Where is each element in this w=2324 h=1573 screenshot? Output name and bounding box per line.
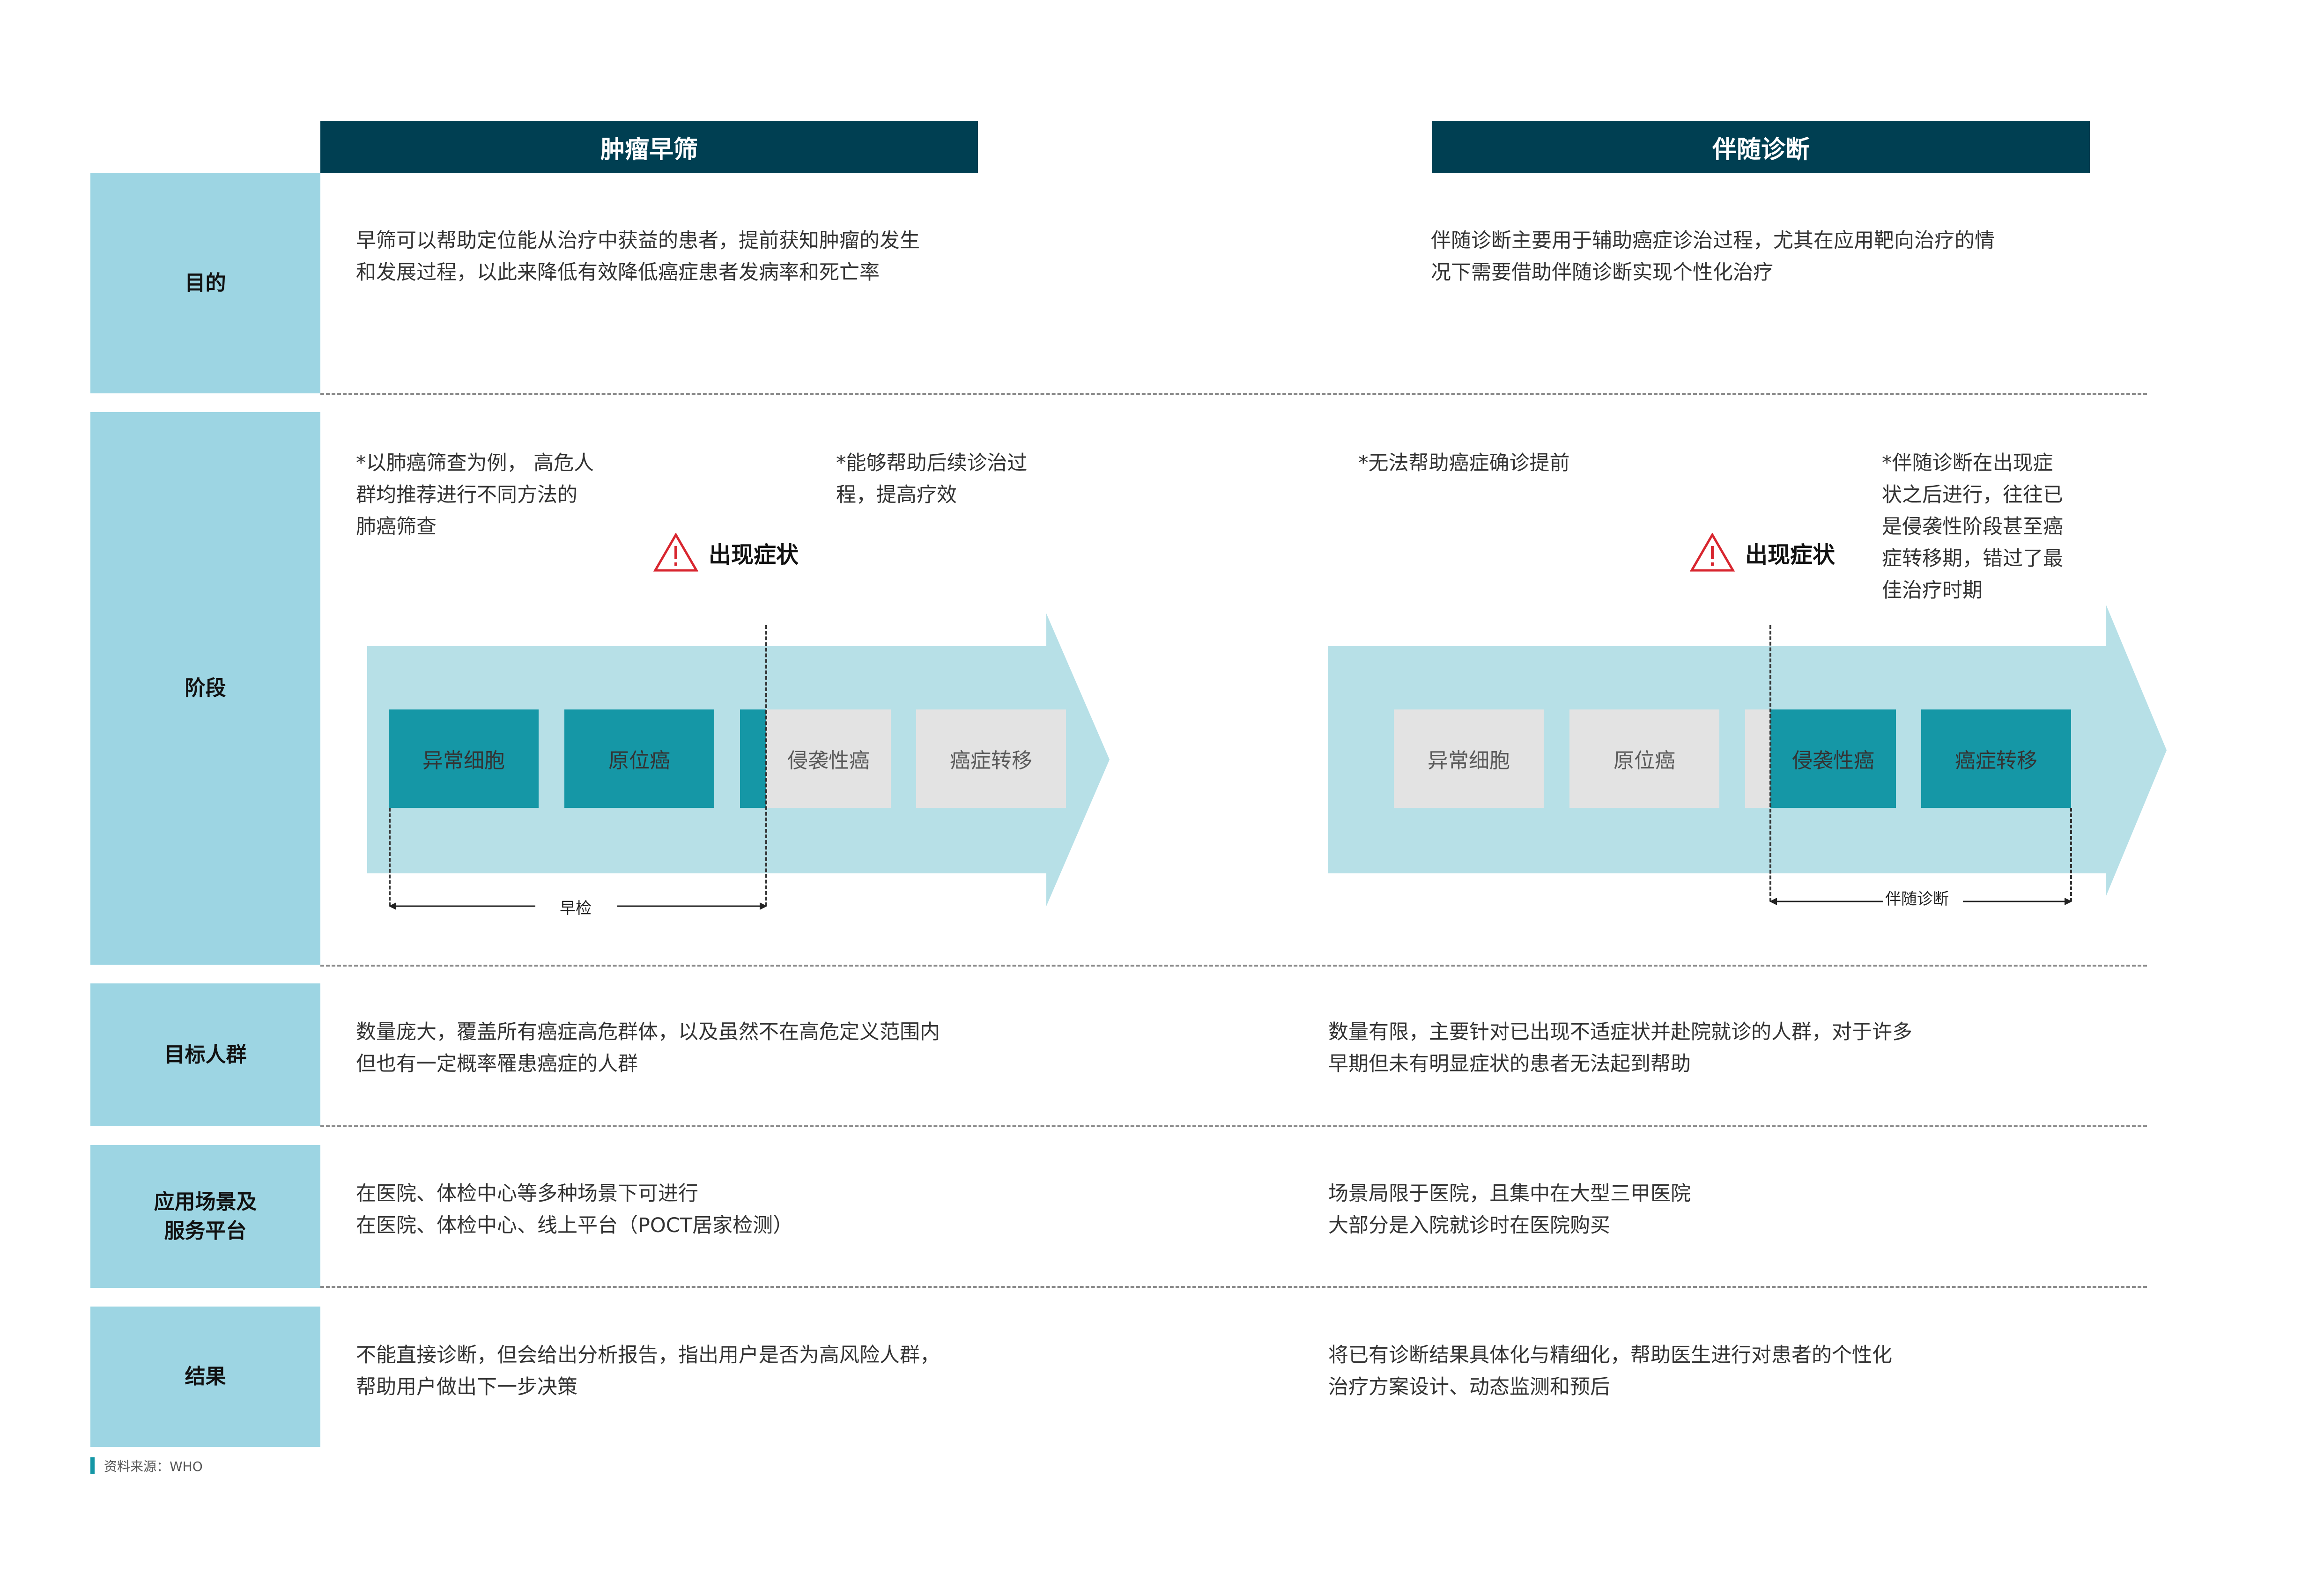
stage-arrow-early-screening bbox=[367, 613, 1110, 906]
source-note: 资料来源：WHO bbox=[90, 1456, 203, 1475]
purpose-text-early-screening: 早筛可以帮助定位能从治疗中获益的患者，提前获知肿瘤的发生 和发展过程，以此来降低… bbox=[356, 229, 920, 284]
stage-box-abnormal-cells-companion: 异常细胞 bbox=[1394, 709, 1544, 808]
stage-note-early-screening-2: *能够帮助后续诊治过 程，提高疗效 bbox=[836, 451, 1028, 507]
purpose-text-companion-diagnostics: 伴随诊断主要用于辅助癌症诊治过程，尤其在应用靶向治疗的情 况下需要借助伴随诊断实… bbox=[1431, 229, 1995, 284]
span-label-companion: 伴随诊断 bbox=[1885, 890, 1949, 908]
stage-note-companion-1: *无法帮助癌症确诊提前 bbox=[1358, 451, 1570, 475]
row-label-purpose: 目的 bbox=[90, 173, 320, 393]
span-label-early-screening: 早检 bbox=[560, 899, 592, 918]
symptom-marker-early-screening: 出现症状 bbox=[653, 533, 799, 572]
stage-note-early-screening-1: *以肺癌筛查为例， 高危人 群均推荐进行不同方法的 肺癌筛查 bbox=[356, 451, 594, 539]
row-divider bbox=[320, 1286, 2147, 1288]
symptom-line-companion bbox=[1769, 625, 1771, 901]
stage-box-invasive-cancer-companion: 侵袭性癌 bbox=[1770, 709, 1896, 808]
scenario-text-companion: 场景局限于医院，且集中在大型三甲医院 大部分是入院就诊时在医院购买 bbox=[1328, 1182, 1691, 1237]
source-text: 资料来源：WHO bbox=[104, 1459, 203, 1474]
symptom-marker-companion: 出现症状 bbox=[1690, 533, 1835, 572]
stage-box-carcinoma-in-situ-companion: 原位癌 bbox=[1569, 709, 1719, 808]
column-header-companion-diagnostics-text: 伴随诊断 bbox=[1712, 135, 1810, 164]
warning-triangle-icon bbox=[653, 533, 698, 572]
stage-note-companion-2: *伴随诊断在出现症 状之后进行，往往已 是侵袭性阶段甚至癌 症转移期，错过了最 … bbox=[1882, 451, 2063, 602]
span-arrow-companion bbox=[1769, 898, 2072, 905]
row-label-scenario-platform: 应用场景及 服务平台 bbox=[90, 1145, 320, 1288]
stage-box-invasive-cancer: 侵袭性癌 bbox=[766, 709, 891, 808]
stage-box-metastasis-companion: 癌症转移 bbox=[1921, 709, 2071, 808]
row-label-result: 结果 bbox=[90, 1307, 320, 1447]
row-label-target-group: 目标人群 bbox=[90, 983, 320, 1126]
span-end-line-companion bbox=[2070, 808, 2072, 901]
column-header-companion-diagnostics: 伴随诊断 bbox=[1432, 121, 2090, 173]
column-header-early-screening: 肿瘤早筛 bbox=[320, 121, 978, 173]
result-text-early-screening: 不能直接诊断，但会给出分析报告，指出用户是否为高风险人群， 帮助用户做出下一步决… bbox=[356, 1344, 940, 1399]
symptom-label-early-screening: 出现症状 bbox=[709, 542, 799, 568]
stage-box-sliver bbox=[740, 709, 766, 808]
row-divider bbox=[320, 1125, 2147, 1127]
symptom-line-early-screening bbox=[765, 625, 767, 906]
column-header-early-screening-text: 肿瘤早筛 bbox=[600, 135, 698, 164]
target-text-early-screening: 数量庞大，覆盖所有癌症高危群体，以及虽然不在高危定义范围内 但也有一定概率罹患癌… bbox=[356, 1020, 940, 1076]
symptom-label-companion: 出现症状 bbox=[1745, 542, 1836, 568]
scenario-text-early-screening: 在医院、体检中心等多种场景下可进行 在医院、体检中心、线上平台（POCT居家检测… bbox=[356, 1182, 793, 1237]
row-divider bbox=[320, 393, 2147, 395]
stage-box-metastasis: 癌症转移 bbox=[916, 709, 1066, 808]
stage-box-abnormal-cells: 异常细胞 bbox=[389, 709, 539, 808]
stage-box-sliver-companion bbox=[1745, 709, 1770, 808]
row-divider bbox=[320, 965, 2147, 967]
stage-box-carcinoma-in-situ: 原位癌 bbox=[564, 709, 714, 808]
target-text-companion: 数量有限，主要针对已出现不适症状并赴院就诊的人群，对于许多 早期但未有明显症状的… bbox=[1328, 1020, 1912, 1076]
row-label-stage: 阶段 bbox=[90, 412, 320, 965]
warning-triangle-icon bbox=[1690, 533, 1735, 572]
source-accent-bar bbox=[90, 1457, 95, 1474]
span-start-line-early-screening bbox=[389, 808, 391, 906]
span-arrow-early-screening bbox=[389, 902, 767, 910]
result-text-companion: 将已有诊断结果具体化与精细化，帮助医生进行对患者的个性化 治疗方案设计、动态监测… bbox=[1328, 1344, 1892, 1399]
